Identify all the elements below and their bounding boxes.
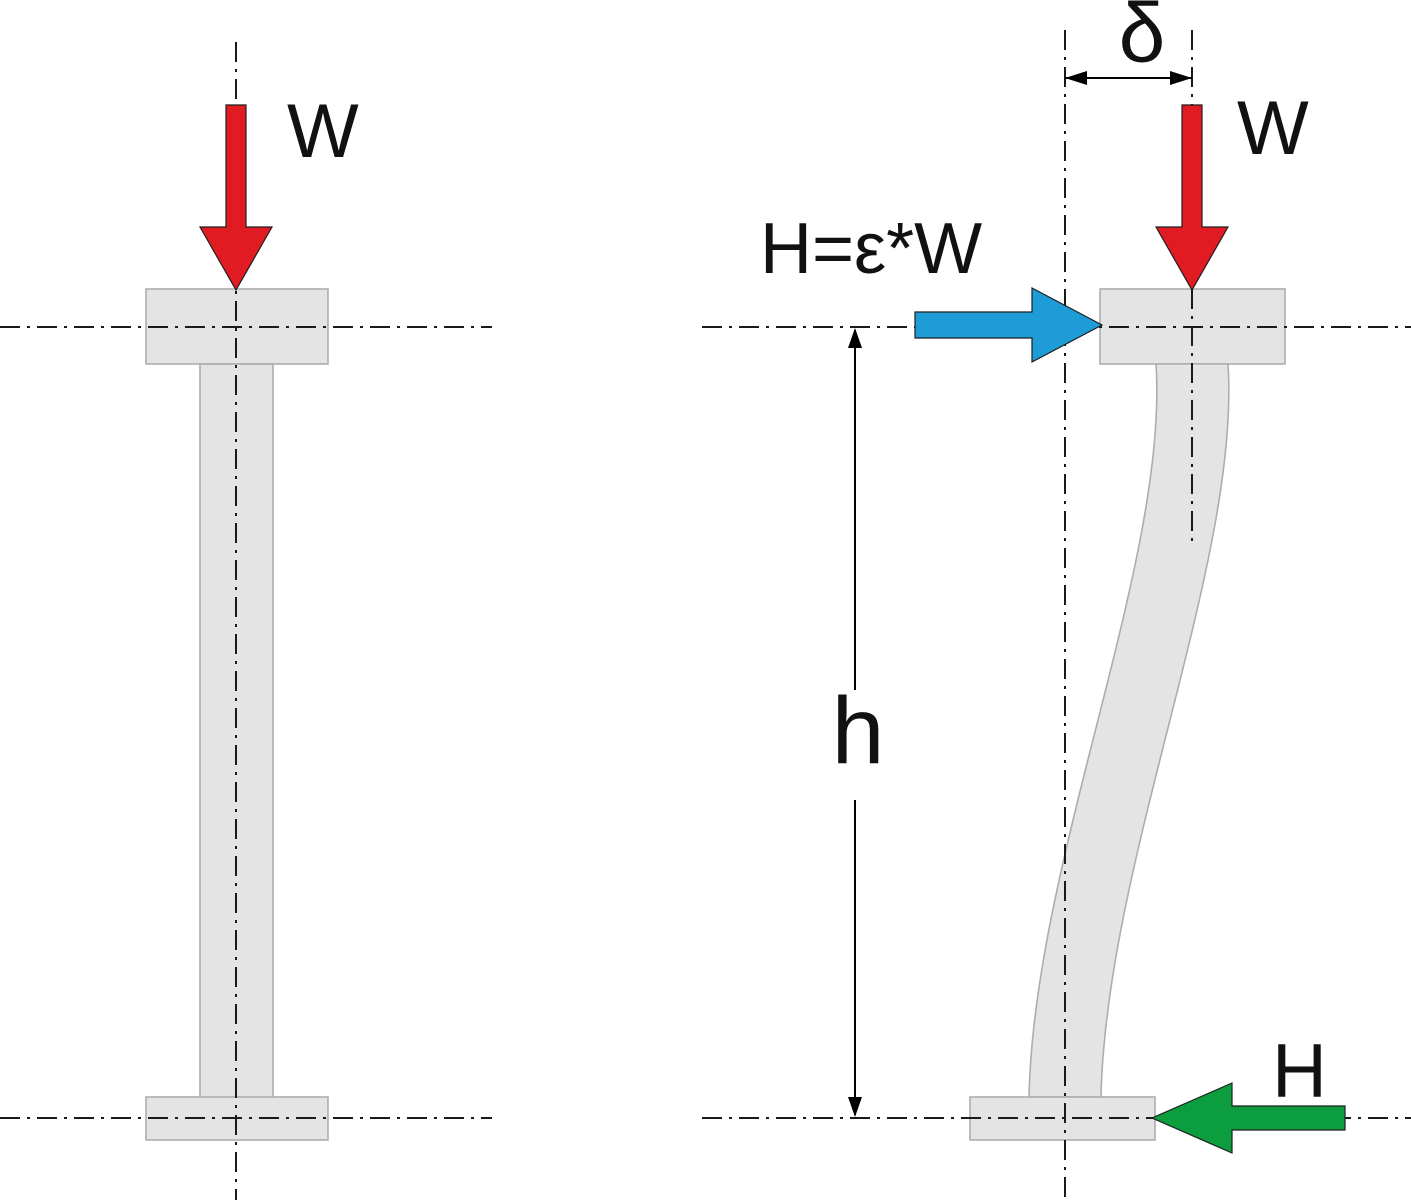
right-column-deflected-shaft bbox=[1028, 363, 1230, 1098]
height-dimension bbox=[848, 328, 862, 1117]
left-column-shaft bbox=[199, 363, 274, 1099]
right-column bbox=[969, 288, 1286, 1141]
base-reaction-arrow bbox=[1150, 1082, 1346, 1154]
horizontal-force-label: H=ε*W bbox=[760, 209, 982, 289]
right-vertical-load-arrow bbox=[1154, 104, 1230, 292]
deflection-dimension-arrowhead-left bbox=[1065, 71, 1087, 85]
left-load-label: W bbox=[287, 89, 359, 174]
right-load-label: W bbox=[1237, 86, 1309, 171]
deflection-dimension-arrowhead-right bbox=[1170, 71, 1192, 85]
deflection-dimension bbox=[1065, 71, 1192, 85]
height-label: h bbox=[832, 678, 885, 784]
left-vertical-load-arrow bbox=[198, 104, 274, 292]
base-reaction-label: H bbox=[1272, 1029, 1327, 1114]
horizontal-force-arrow bbox=[914, 287, 1104, 363]
height-dimension-arrowhead-top bbox=[848, 328, 862, 348]
height-dimension-arrowhead-bottom bbox=[848, 1097, 862, 1117]
deflection-label: δ bbox=[1119, 0, 1166, 80]
